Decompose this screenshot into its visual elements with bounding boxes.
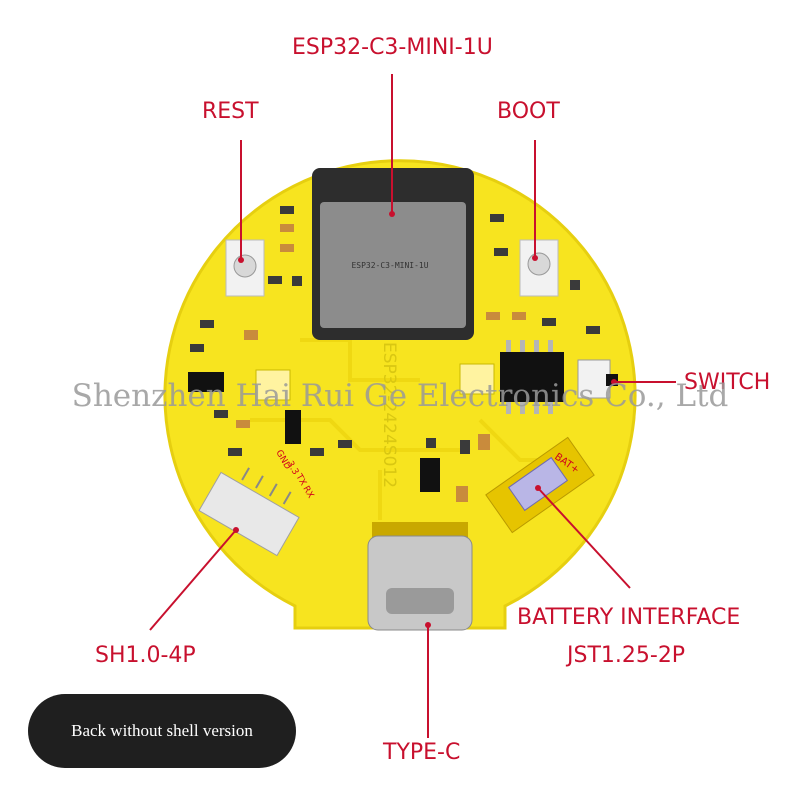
boot-button-cap — [527, 252, 551, 276]
led-right — [459, 363, 495, 395]
regulator-ic-pins — [506, 340, 553, 414]
regulator-ic — [500, 352, 564, 402]
usb-c-opening — [386, 588, 454, 614]
passive-components — [190, 206, 600, 502]
diode-chip — [420, 458, 440, 492]
switch-body — [577, 359, 611, 399]
boot-button-body — [519, 239, 559, 297]
callout-lines — [149, 74, 676, 738]
callout-dots — [233, 211, 617, 628]
version-caption-text: Back without shell version — [71, 721, 253, 740]
transistor-chip — [285, 410, 301, 444]
label-jst1-25-2p: JST1.25-2P — [567, 643, 686, 668]
label-switch: SWITCH — [684, 370, 771, 395]
esp-module-marking: ESP32-C3-MINI-1U — [351, 261, 428, 270]
sh-connector — [198, 467, 300, 557]
label-type-c: TYPE-C — [383, 740, 461, 765]
label-rest: REST — [202, 99, 259, 124]
label-battery-interface: BATTERY INTERFACE — [517, 605, 741, 630]
rest-button-cap — [233, 254, 257, 278]
led-left — [255, 369, 291, 401]
version-caption-badge: Back without shell version — [28, 694, 296, 768]
esp-module-can — [320, 202, 466, 328]
usb-c-connector — [367, 535, 473, 631]
label-boot: BOOT — [497, 99, 560, 124]
silk-board-id: ESP32-2424S012 — [379, 342, 399, 488]
small-ic-left — [188, 372, 224, 392]
label-esp32-c3-mini-1u: ESP32-C3-MINI-1U — [292, 35, 493, 60]
company-watermark: Shenzhen Hai Rui Ge Electronics Co., Ltd — [71, 378, 729, 414]
label-sh1-0-4p: SH1.0-4P — [95, 643, 196, 668]
